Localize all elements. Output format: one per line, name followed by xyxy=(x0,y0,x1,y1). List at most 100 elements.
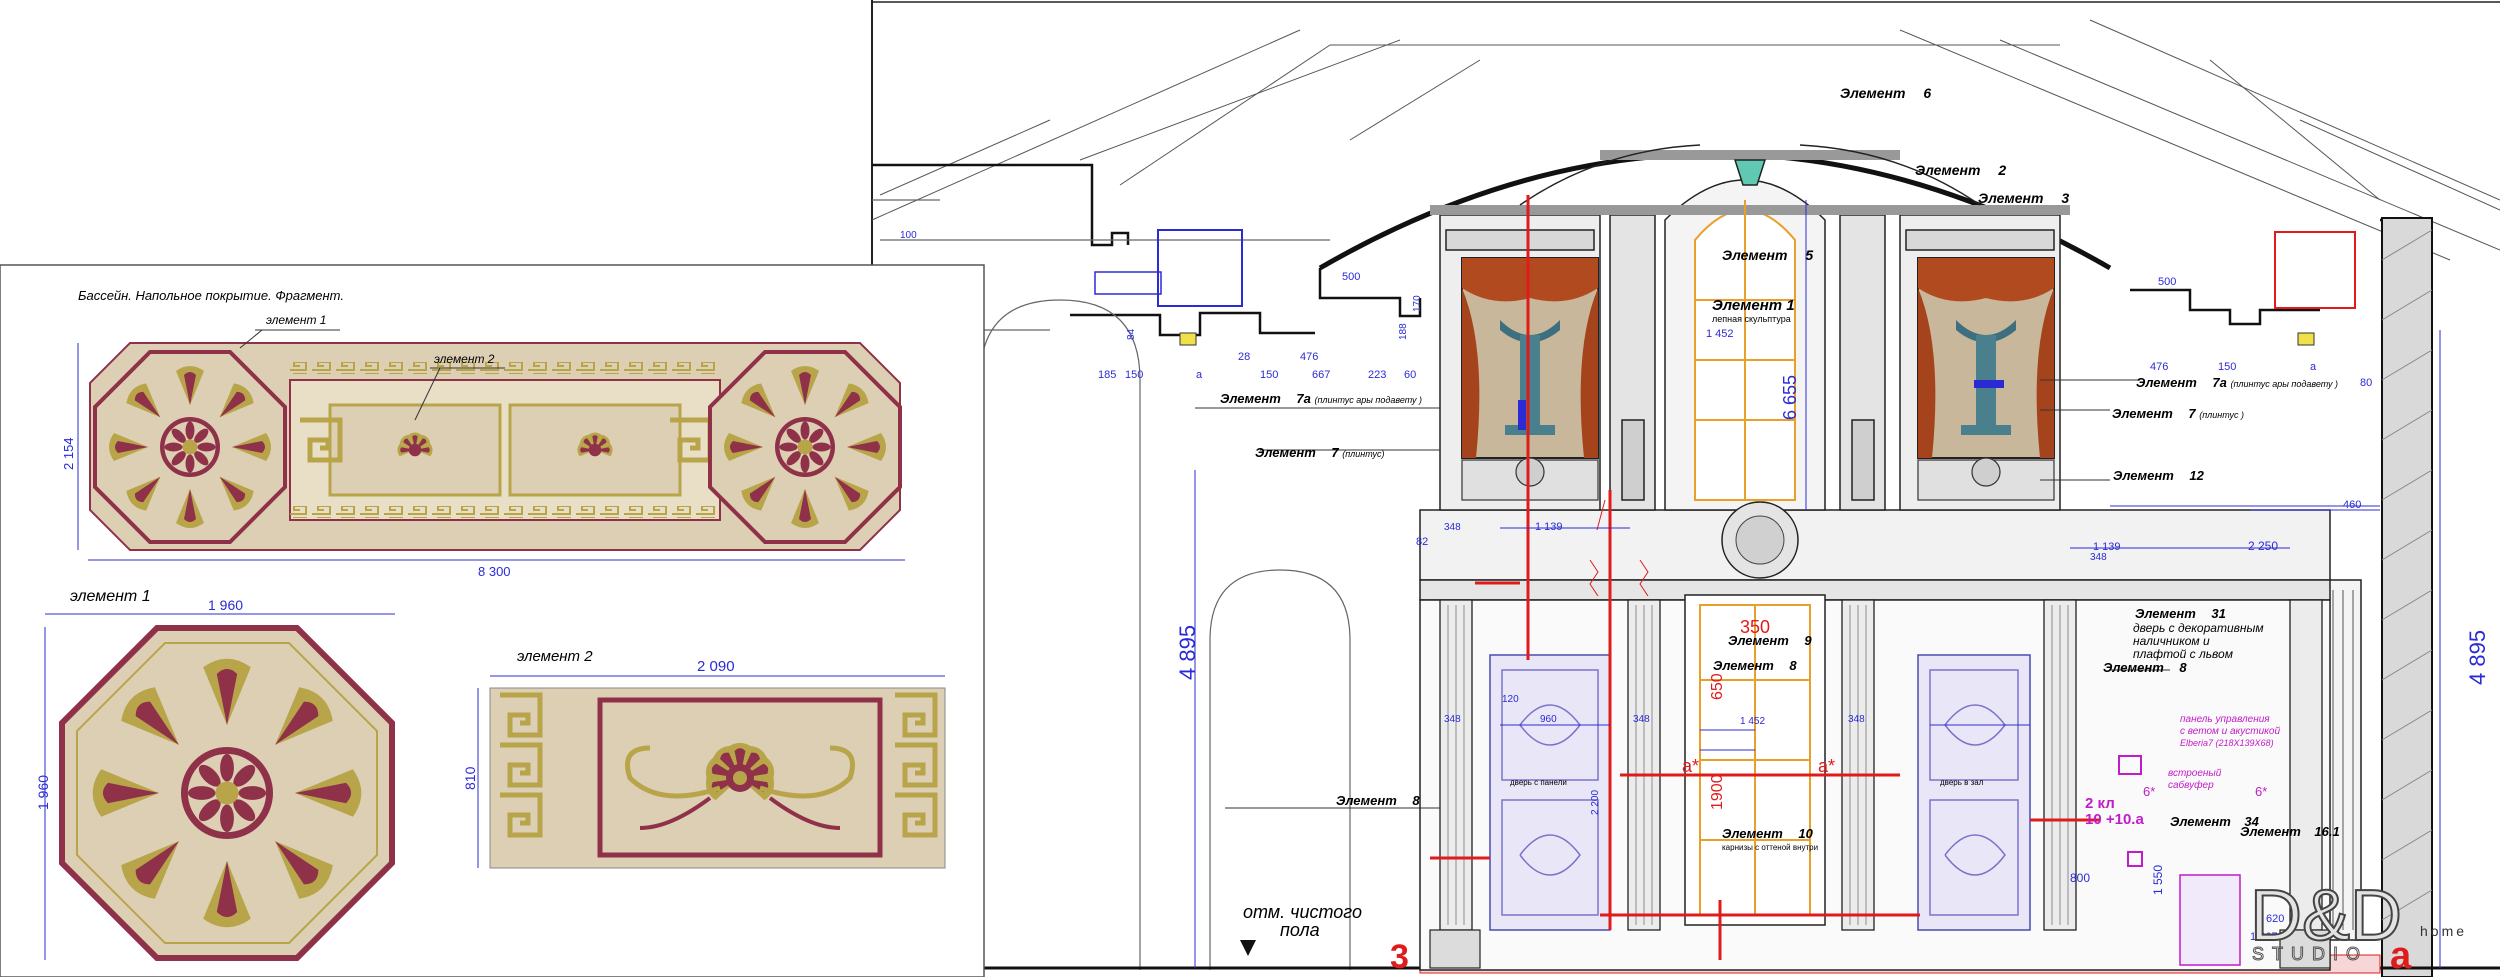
door-label-right: дверь в зал xyxy=(1940,778,1984,787)
dim-1139-right: 1 139 xyxy=(2093,541,2121,553)
dim-620: 620 xyxy=(2266,913,2284,925)
floor-pattern-sheet: Бассейн. Напольное покрытие. Фрагмент. xyxy=(0,264,985,977)
elem-7-right: Элемент 7 (плинтус ) xyxy=(2112,406,2244,421)
dim-2200: 2 200 xyxy=(1590,790,1601,815)
panel-note-3: Elberia7 (218Х139Х68) xyxy=(2180,738,2274,748)
grid-mark-3: 3 xyxy=(1390,938,1409,976)
element-2-panel xyxy=(489,687,946,869)
dim-el2-h: 810 xyxy=(462,766,478,790)
dim-500-right: 500 xyxy=(2158,276,2176,288)
dim-1139-left: 1 139 xyxy=(1535,521,1563,533)
dim-1550: 1 550 xyxy=(2151,865,2165,895)
dim-150-b: 150 xyxy=(1260,369,1278,381)
elem-7a-right: Элемент 7а (плинтус ары подавету ) xyxy=(2136,375,2338,390)
elem-8-mid: Элемент 8 xyxy=(1713,658,1797,673)
mosaic-full xyxy=(89,342,902,551)
elem-7-left: Элемент 7 (плинтус) xyxy=(1255,445,1385,460)
dim-460: 460 xyxy=(2343,499,2361,511)
brand-logo: D&D STUDIO home xyxy=(2249,875,2467,965)
dim-80: 80 xyxy=(2360,377,2372,389)
dim-960-left: 960 xyxy=(1540,714,1557,725)
dim-800: 800 xyxy=(2070,871,2090,885)
dim-1667: 1 667 xyxy=(2250,931,2278,943)
dim-348-d: 348 xyxy=(1848,714,1865,725)
dim-476-left: 476 xyxy=(1300,351,1318,363)
element-1-octagon xyxy=(59,625,395,961)
dim-500-left: 500 xyxy=(1342,271,1360,283)
elevation-labels: 4 895 4 895 6 655 отм. чистого пола 3 а … xyxy=(900,85,2490,977)
panel-note-2: с ветом и акустикой xyxy=(2180,726,2280,737)
elem-31: Элемент 31 xyxy=(2135,606,2226,621)
elem-3: Элемент 3 xyxy=(1978,190,2069,206)
door-note-2: наличником и xyxy=(2133,634,2210,648)
door-note-3: плафтой с львом xyxy=(2133,647,2233,661)
dim-348-a: 348 xyxy=(1444,522,1461,533)
red-mark-a2: а* xyxy=(1818,756,1835,776)
sheet-title: Бассейн. Напольное покрытие. Фрагмент. xyxy=(78,288,344,303)
dim-28: 28 xyxy=(1238,351,1250,363)
dim-82: 82 xyxy=(1416,536,1428,548)
label-el1-top: элемент 1 xyxy=(266,313,326,327)
door-label-left: дверь с панели xyxy=(1510,778,1567,787)
dim-a-left: а xyxy=(1196,369,1203,381)
dim-a-right: а xyxy=(2310,361,2317,373)
dim-348-b: 348 xyxy=(1444,714,1461,725)
height-dim-center: 6 655 xyxy=(1780,375,1800,420)
brand-logo-sub: STUDIO xyxy=(2252,944,2368,964)
dim-150-right: 150 xyxy=(2218,361,2236,373)
brand-logo-home: home xyxy=(2420,923,2467,939)
height-dim-right: 4 895 xyxy=(2465,630,2490,685)
red-dim-650: 650 xyxy=(1709,673,1726,700)
mag-kl-sub: 10 +10.а xyxy=(2085,811,2144,828)
dim-348-right: 348 xyxy=(2090,552,2107,563)
painting-left xyxy=(1461,257,1599,459)
dim-60: 60 xyxy=(1404,369,1416,381)
floor-label-2: пола xyxy=(1280,920,1320,940)
elem-1-note: лепная скульптура xyxy=(1712,314,1791,324)
red-mark-a1: а* xyxy=(1682,756,1699,776)
door-note-1: дверь с декоративным xyxy=(2133,621,2264,635)
elem-8-right: Элемент 8 xyxy=(2103,660,2187,675)
cornice-label: карнизы с оттеной внутри xyxy=(1722,843,1818,852)
elem-7a-left: Элемент 7а (плинтус ары подавету ) xyxy=(1220,391,1422,406)
dim-el1-h: 1 960 xyxy=(35,775,51,810)
sub-note-1: встроеный xyxy=(2168,768,2222,779)
mark-6-b: 6* xyxy=(2255,784,2267,799)
mark-6-a: 6* xyxy=(2143,784,2155,799)
panel-note-1: панель управления xyxy=(2180,714,2270,725)
elevation-drawing xyxy=(871,0,2500,977)
sub-note-2: сабвуфер xyxy=(2168,779,2214,791)
dim-8300: 8 300 xyxy=(478,564,511,579)
elem-1: Элемент 1 xyxy=(1712,297,1795,314)
dim-476-right: 476 xyxy=(2150,361,2168,373)
elem-10: Элемент 10 xyxy=(1722,826,1814,841)
dim-120: 120 xyxy=(1502,694,1519,705)
elem-9: Элемент 9 xyxy=(1728,633,1812,648)
dim-2250: 2 250 xyxy=(2248,539,2278,553)
dim-188: 188 xyxy=(1398,323,1409,340)
elem-5: Элемент 5 xyxy=(1722,247,1813,263)
height-dim-left: 4 895 xyxy=(1175,625,1200,680)
dim-150-a: 150 xyxy=(1125,369,1143,381)
dim-el2-w: 2 090 xyxy=(697,658,735,675)
dim-348-c: 348 xyxy=(1633,714,1650,725)
mag-kl: 2 кл xyxy=(2085,795,2115,812)
painting-right xyxy=(1917,257,2055,459)
dim-84: 84 xyxy=(1126,328,1137,340)
label-el2-detail: элемент 2 xyxy=(517,648,593,665)
label-el2-top: элемент 2 xyxy=(434,352,495,366)
red-dim-1900: 1900 xyxy=(1709,774,1726,810)
floor-label-1: отм. чистого xyxy=(1243,902,1362,922)
brand-logo-text: D&D xyxy=(2250,876,2402,956)
dim-667: 667 xyxy=(1312,369,1330,381)
dim-100: 100 xyxy=(900,230,917,241)
dim-185: 185 xyxy=(1098,369,1116,381)
dim-2154: 2 154 xyxy=(61,437,76,470)
dim-223: 223 xyxy=(1368,369,1386,381)
elem-12: Элемент 12 xyxy=(2113,468,2205,483)
dim-1452-top: 1 452 xyxy=(1706,328,1734,340)
elem-34: Элемент 34 xyxy=(2170,814,2260,829)
dim-170: 170 xyxy=(1412,295,1423,312)
dim-1452-mid: 1 452 xyxy=(1740,716,1765,727)
